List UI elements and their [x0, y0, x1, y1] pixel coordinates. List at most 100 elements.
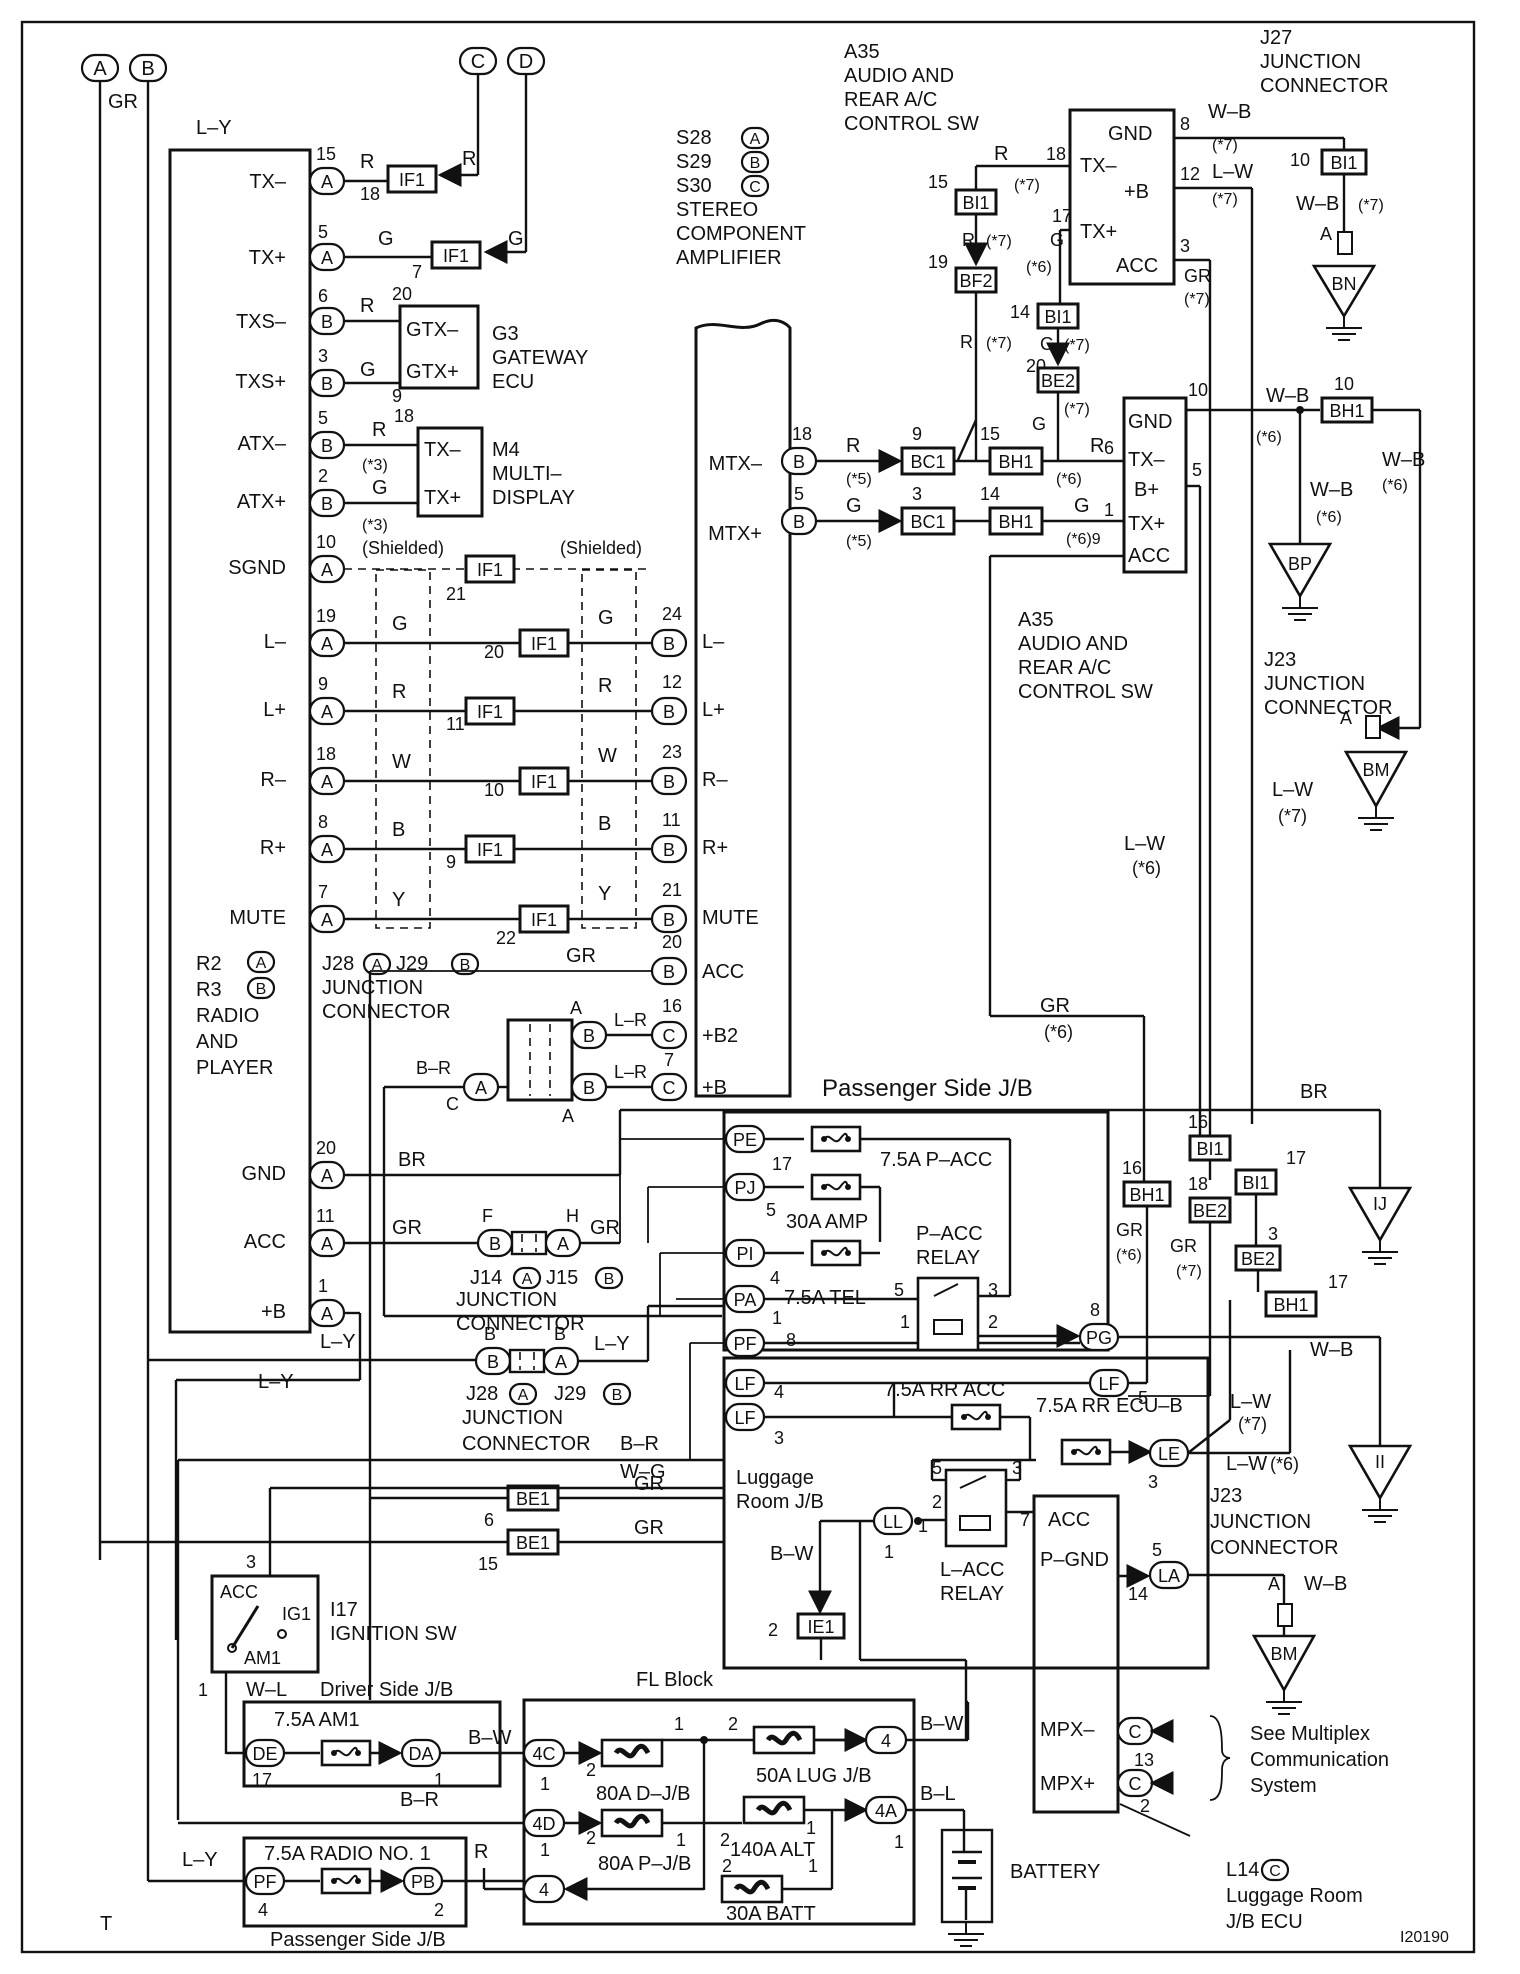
svg-text:PA: PA — [734, 1290, 757, 1310]
svg-text:CONNECTOR: CONNECTOR — [1264, 697, 1393, 719]
svg-text:B: B — [663, 910, 675, 930]
svg-text:TX–: TX– — [424, 439, 462, 461]
svg-text:A: A — [555, 1352, 567, 1372]
svg-text:+B: +B — [1124, 181, 1149, 203]
svg-text:R: R — [960, 332, 973, 352]
svg-text:J/B ECU: J/B ECU — [1226, 1911, 1303, 1933]
svg-text:4A: 4A — [875, 1801, 897, 1821]
svg-text:19: 19 — [316, 606, 336, 626]
svg-text:(*7): (*7) — [1358, 197, 1384, 214]
svg-text:AND: AND — [196, 1031, 238, 1053]
svg-text:1: 1 — [808, 1856, 818, 1876]
svg-text:W: W — [392, 751, 411, 773]
svg-text:L–W: L–W — [1272, 779, 1313, 801]
svg-text:(*6): (*6) — [1056, 471, 1082, 488]
svg-text:JUNCTION: JUNCTION — [462, 1407, 563, 1429]
svg-text:3: 3 — [1148, 1472, 1158, 1492]
svg-text:A: A — [1340, 708, 1352, 728]
svg-text:6: 6 — [484, 1510, 494, 1530]
svg-text:STEREO: STEREO — [676, 199, 758, 221]
svg-text:Communication: Communication — [1250, 1749, 1389, 1771]
svg-text:S30: S30 — [676, 175, 712, 197]
svg-text:16: 16 — [1188, 1112, 1208, 1132]
svg-text:3: 3 — [774, 1428, 784, 1448]
svg-text:IGNITION SW: IGNITION SW — [330, 1623, 457, 1645]
svg-text:16: 16 — [1122, 1158, 1142, 1178]
svg-text:BF2: BF2 — [959, 271, 992, 291]
svg-text:B–W: B–W — [770, 1543, 813, 1565]
svg-text:18: 18 — [1046, 144, 1066, 164]
svg-text:4C: 4C — [532, 1744, 555, 1764]
svg-text:7.5A AM1: 7.5A AM1 — [274, 1709, 360, 1731]
svg-text:7.5A RR ACC: 7.5A RR ACC — [884, 1379, 1005, 1401]
svg-text:A: A — [518, 1387, 529, 1404]
svg-text:BR: BR — [398, 1149, 426, 1171]
radio-pin-labels: TX– TX+ TXS– TXS+ ATX– ATX+ SGND L– L+ R… — [228, 171, 287, 1323]
svg-text:J15: J15 — [546, 1267, 578, 1289]
svg-text:4: 4 — [881, 1731, 891, 1751]
right-connectors-bi1-be2-bh1: BH1 16 GR (*6) BI1 16 BI1 17 BE2 18 BE2 … — [1116, 1112, 1348, 1397]
svg-text:14: 14 — [980, 484, 1000, 504]
svg-text:+B2: +B2 — [702, 1025, 738, 1047]
svg-text:R–: R– — [702, 769, 728, 791]
svg-text:CONNECTOR: CONNECTOR — [1210, 1537, 1339, 1559]
svg-text:S28: S28 — [676, 127, 712, 149]
svg-text:H: H — [566, 1206, 579, 1226]
svg-text:R: R — [846, 435, 860, 457]
svg-text:(*7): (*7) — [1212, 191, 1238, 208]
svg-text:9: 9 — [392, 386, 402, 406]
svg-text:15: 15 — [478, 1554, 498, 1574]
svg-text:BATTERY: BATTERY — [1010, 1861, 1100, 1883]
svg-text:LF: LF — [734, 1408, 755, 1428]
svg-text:Y: Y — [392, 889, 405, 911]
svg-text:7.5A RR ECU–B: 7.5A RR ECU–B — [1036, 1395, 1183, 1417]
svg-text:BI1: BI1 — [1196, 1139, 1223, 1159]
svg-text:2: 2 — [586, 1760, 596, 1780]
svg-text:MULTI–: MULTI– — [492, 463, 563, 485]
svg-text:IF1: IF1 — [477, 702, 503, 722]
svg-text:L–W: L–W — [1212, 161, 1253, 183]
svg-text:10: 10 — [316, 532, 336, 552]
svg-text:(*6): (*6) — [1270, 1454, 1299, 1474]
svg-text:1: 1 — [318, 1276, 328, 1296]
svg-text:BN: BN — [1331, 274, 1356, 294]
svg-text:(*7): (*7) — [1184, 291, 1210, 308]
svg-text:S29: S29 — [676, 151, 712, 173]
svg-text:(Shielded): (Shielded) — [362, 538, 444, 558]
corner-label-t: T — [100, 1913, 112, 1935]
svg-text:(*6): (*6) — [1044, 1022, 1073, 1042]
svg-text:B: B — [487, 1352, 499, 1372]
svg-text:80A P–J/B: 80A P–J/B — [598, 1853, 691, 1875]
passenger-jb-feed-wires — [620, 1138, 726, 1460]
svg-text:C: C — [749, 179, 761, 196]
junction-j27: J27 JUNCTION CONNECTOR W–B (*7) BI1 10 W… — [1174, 27, 1389, 1180]
svg-text:(*7): (*7) — [1064, 401, 1090, 418]
svg-text:MTX+: MTX+ — [708, 523, 762, 545]
svg-text:B: B — [663, 702, 675, 722]
a35-audio-rear-ac-top: A35 AUDIO AND REAR A/C CONTROL SW GND TX… — [844, 41, 1200, 286]
a35-audio-rear-ac-middle: GND TX– B+ TX+ ACC 10 5 6 1 A35 AUDIO AN… — [1018, 380, 1208, 703]
svg-text:1: 1 — [1104, 500, 1114, 520]
svg-text:L–R: L–R — [614, 1062, 647, 1082]
svg-text:BH1: BH1 — [1273, 1295, 1308, 1315]
svg-text:20: 20 — [392, 284, 412, 304]
svg-text:30A BATT: 30A BATT — [726, 1903, 816, 1925]
svg-text:PI: PI — [736, 1244, 753, 1264]
svg-text:5: 5 — [318, 408, 328, 428]
svg-text:LL: LL — [883, 1512, 903, 1532]
svg-text:1: 1 — [540, 1774, 550, 1794]
svg-text:10: 10 — [1290, 150, 1310, 170]
svg-text:5: 5 — [1152, 1540, 1162, 1560]
svg-text:+B: +B — [702, 1077, 727, 1099]
svg-text:G: G — [508, 228, 524, 250]
passenger-side-jb-radio-fuse: 7.5A RADIO NO. 1 PF 4 PB 2 Passenger Sid… — [146, 1360, 524, 1951]
svg-text:F: F — [482, 1206, 493, 1226]
svg-text:J27: J27 — [1260, 27, 1292, 49]
svg-text:3: 3 — [988, 1280, 998, 1300]
svg-text:(*7): (*7) — [986, 233, 1012, 250]
svg-text:5: 5 — [932, 1458, 942, 1478]
svg-text:PF: PF — [253, 1872, 276, 1892]
svg-text:1: 1 — [894, 1832, 904, 1852]
svg-text:A: A — [321, 910, 333, 930]
